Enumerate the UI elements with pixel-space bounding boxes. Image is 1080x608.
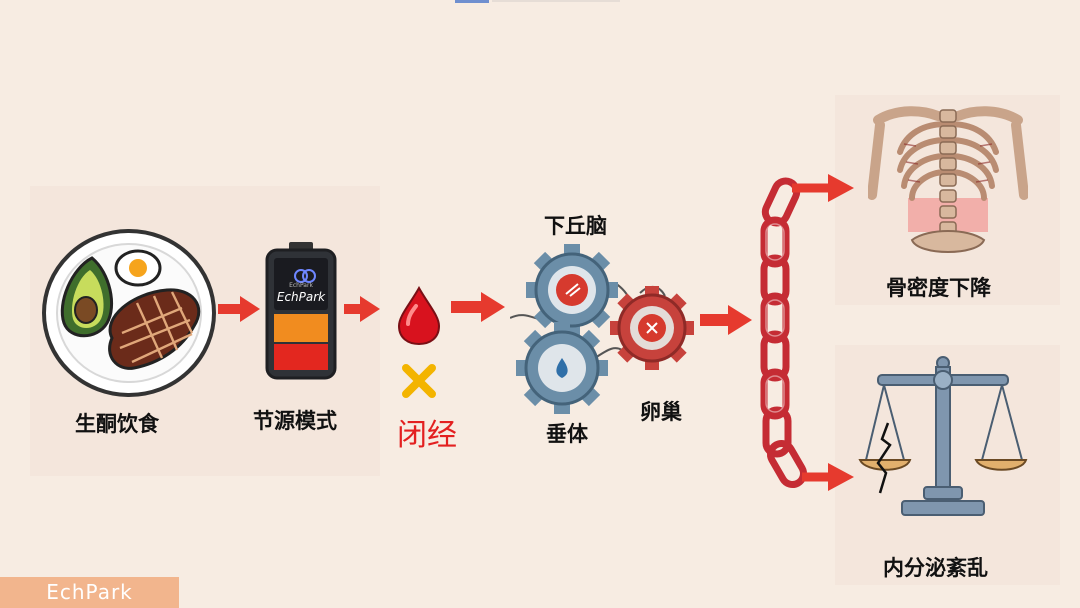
battery-logo-sub: EchPark	[289, 282, 313, 289]
arrow-gears-to-chain	[700, 305, 752, 335]
battery-icon	[265, 242, 337, 380]
battery-logo-text: EchPark	[276, 290, 326, 304]
skeleton-ribcage-icon	[868, 106, 1028, 253]
label-ovary: 卵巢	[640, 400, 682, 424]
arrow-battery-to-drop	[344, 296, 380, 322]
label-energy-saving: 节源模式	[253, 409, 337, 433]
keto-plate-icon	[42, 229, 216, 397]
gears-hpo-axis-icon	[510, 244, 694, 414]
arrow-drop-to-gears	[451, 292, 505, 322]
brand-watermark: EchPark	[0, 577, 179, 608]
top-accent-line	[492, 0, 620, 2]
label-amenorrhea: 闭经	[397, 418, 457, 453]
label-bone-density: 骨密度下降	[886, 276, 991, 300]
label-keto: 生酮饮食	[75, 412, 159, 436]
label-endocrine: 内分泌紊乱	[883, 556, 988, 580]
chain-icon	[760, 174, 854, 491]
cross-mark-icon	[402, 364, 436, 398]
balance-scale-icon	[858, 356, 1028, 516]
top-accent-bar	[455, 0, 489, 3]
label-hypothalamus: 下丘脑	[544, 214, 607, 238]
blood-drop-icon	[397, 286, 441, 346]
label-pituitary: 垂体	[546, 422, 588, 446]
arrow-keto-to-battery	[218, 296, 260, 322]
